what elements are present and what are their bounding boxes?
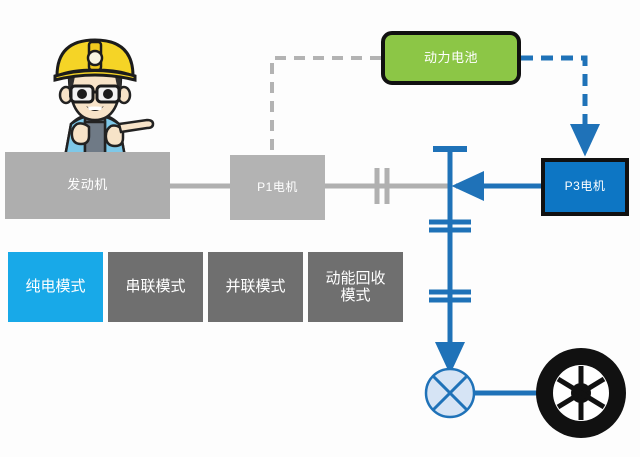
mode-tab-parallel-label: 并联模式 (225, 278, 286, 296)
p3-motor-node[interactable]: P3电机 (541, 158, 629, 216)
battery-node[interactable]: 动力电池 (381, 31, 521, 85)
gear-symbol-upper (429, 219, 471, 233)
mode-tab-series-label: 串联模式 (125, 278, 186, 296)
engineer-mascot (53, 38, 155, 157)
engine-node[interactable]: 发动机 (5, 152, 170, 219)
wheel-symbol (536, 348, 626, 438)
gear-symbol-lower (429, 289, 471, 303)
p1-motor-label: P1电机 (257, 179, 298, 194)
mode-tab-regen-label: 动能回收 模式 (325, 269, 386, 304)
p1-motor-node[interactable]: P1电机 (230, 155, 325, 220)
drive-mode-tabs: 纯电模式 串联模式 并联模式 动能回收 模式 (8, 252, 403, 322)
battery-to-p3-power-line (521, 55, 600, 157)
clutch-symbol (374, 168, 390, 204)
differential-symbol (424, 367, 476, 419)
mode-tab-parallel[interactable]: 并联模式 (208, 252, 303, 322)
mode-tab-series[interactable]: 串联模式 (108, 252, 203, 322)
engine-label: 发动机 (67, 177, 108, 193)
mode-tab-ev[interactable]: 纯电模式 (8, 252, 103, 322)
p3-motor-label: P3电机 (564, 179, 606, 194)
battery-label: 动力电池 (423, 49, 478, 65)
mode-tab-regen[interactable]: 动能回收 模式 (308, 252, 403, 322)
battery-to-p1-power-line (270, 56, 381, 155)
mode-tab-ev-label: 纯电模式 (25, 278, 86, 296)
